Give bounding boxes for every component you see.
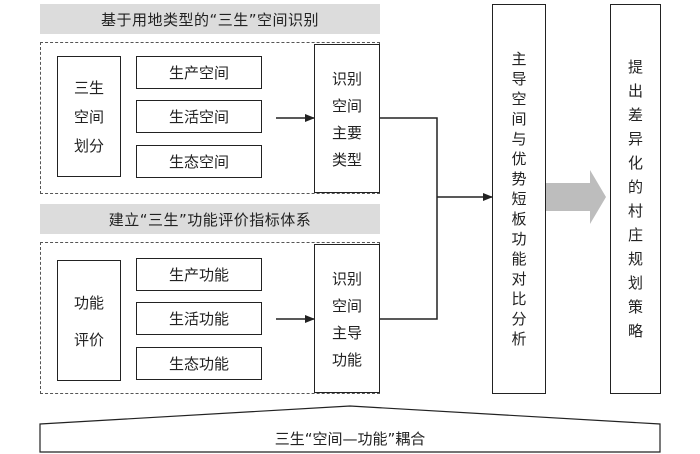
big-arrow xyxy=(545,170,606,224)
strategy-box: 提 出 差 异 化 的 村 庄 规 划 策 略 xyxy=(610,4,661,394)
line-top-result-to-merge xyxy=(380,117,438,197)
footer-shape xyxy=(39,405,661,453)
top-item-box: 生活空间 xyxy=(136,100,262,133)
strategy-char: 村 xyxy=(627,202,643,220)
bottom-result-line: 主导 xyxy=(331,323,362,342)
analysis-char: 对 xyxy=(511,270,527,288)
top-result-line: 类型 xyxy=(331,150,362,169)
bottom-item-label: 生态功能 xyxy=(168,355,229,373)
top-result-line: 空间 xyxy=(331,96,362,115)
top-item-label: 生态空间 xyxy=(168,153,229,171)
top-result-box: 识别 空间 主要 类型 xyxy=(314,44,380,193)
analysis-char: 空 xyxy=(511,90,527,108)
analysis-box: 主 导 空 间 与 优 势 短 板 功 能 对 比 分 析 xyxy=(492,4,546,394)
strategy-char: 提 xyxy=(627,58,643,76)
bottom-result-line: 功能 xyxy=(331,350,362,369)
strategy-char: 的 xyxy=(627,178,643,196)
bottom-left-label-line: 评价 xyxy=(73,330,104,349)
strategy-char: 化 xyxy=(627,154,643,172)
analysis-char: 析 xyxy=(511,330,527,348)
strategy-char: 略 xyxy=(627,322,643,340)
top-section-header: 基于用地类型的“三生”空间识别 xyxy=(40,4,380,34)
bottom-result-box: 识别 空间 主导 功能 xyxy=(314,244,380,393)
top-left-label-line: 划分 xyxy=(73,137,104,155)
analysis-char: 优 xyxy=(511,150,527,168)
footer-label: 三生“空间—功能”耦合 xyxy=(274,429,426,448)
bottom-result-line: 识别 xyxy=(331,269,362,288)
top-left-label-line: 空间 xyxy=(73,108,104,126)
analysis-char: 比 xyxy=(511,290,527,308)
bottom-item-box: 生产功能 xyxy=(136,258,262,291)
analysis-char: 势 xyxy=(511,170,527,188)
top-left-label-line: 三生 xyxy=(73,79,104,97)
top-item-box: 生态空间 xyxy=(136,145,262,178)
strategy-char: 出 xyxy=(627,82,643,100)
top-item-box: 生产空间 xyxy=(136,56,262,89)
bottom-section-header: 建立“三生”功能评价指标体系 xyxy=(40,204,380,234)
strategy-char: 策 xyxy=(627,298,643,316)
top-item-label: 生产空间 xyxy=(168,64,229,82)
analysis-char: 功 xyxy=(511,230,527,248)
line-bottom-result-to-merge xyxy=(380,197,438,320)
bottom-left-label-line: 功能 xyxy=(73,293,104,312)
strategy-char: 规 xyxy=(627,250,643,268)
top-result-line: 主要 xyxy=(331,123,362,142)
analysis-char: 导 xyxy=(511,70,527,88)
top-item-label: 生活空间 xyxy=(168,108,229,126)
strategy-char: 异 xyxy=(627,130,643,148)
analysis-char: 主 xyxy=(511,50,527,68)
top-left-label-box: 三生 空间 划分 xyxy=(57,56,121,177)
strategy-char: 庄 xyxy=(627,226,643,244)
analysis-char: 间 xyxy=(511,110,527,128)
top-result-line: 识别 xyxy=(331,69,362,88)
bottom-result-line: 空间 xyxy=(331,296,362,315)
bottom-item-box: 生活功能 xyxy=(136,302,262,335)
analysis-char: 与 xyxy=(511,130,527,148)
analysis-char: 板 xyxy=(511,210,527,228)
strategy-char: 划 xyxy=(627,274,643,292)
bottom-item-label: 生活功能 xyxy=(168,310,229,328)
bottom-left-label-box: 功能 评价 xyxy=(57,260,121,381)
analysis-char: 能 xyxy=(511,250,527,268)
strategy-char: 差 xyxy=(627,106,643,124)
bottom-item-label: 生产功能 xyxy=(168,266,229,284)
analysis-char: 短 xyxy=(511,190,527,208)
analysis-char: 分 xyxy=(511,310,527,328)
bottom-item-box: 生态功能 xyxy=(136,347,262,380)
